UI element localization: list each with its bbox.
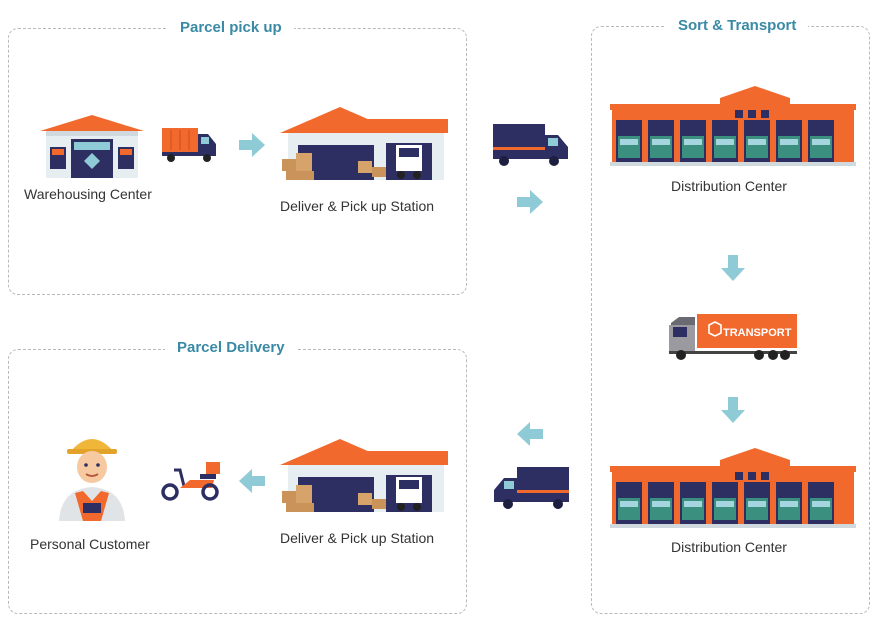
scooter-icon <box>161 462 220 501</box>
distribution-label-top: Distribution Center <box>671 178 787 194</box>
pickup-station-label-top: Deliver & Pick up Station <box>280 198 435 214</box>
customer-label: Personal Customer <box>30 536 150 552</box>
distribution-center-icon <box>610 86 856 166</box>
transport-truck-icon: TRANSPORT <box>669 314 797 360</box>
navy-truck-icon <box>493 124 568 166</box>
delivery-title: Parcel Delivery <box>165 339 297 356</box>
pickup-station-icon <box>280 107 448 180</box>
arrow-left-icon <box>239 469 265 493</box>
pickup-station-icon <box>280 439 448 512</box>
delivery-truck-icon <box>162 128 216 162</box>
warehousing-label: Warehousing Center <box>24 186 152 202</box>
distribution-label-bottom: Distribution Center <box>671 539 787 555</box>
warehouse-icon <box>40 115 144 178</box>
customer-icon <box>59 439 125 521</box>
pickup-station-label-bottom: Deliver & Pick up Station <box>280 530 435 546</box>
transport-title: Sort & Transport <box>666 17 809 34</box>
arrow-right-icon <box>517 190 543 214</box>
navy-truck-icon <box>494 467 569 509</box>
arrow-down-icon <box>721 397 745 423</box>
arrow-down-icon <box>721 255 745 281</box>
pickup-title: Parcel pick up <box>168 19 294 36</box>
arrow-left-icon <box>517 422 543 446</box>
arrow-right-icon <box>239 133 265 157</box>
transport-truck-text: TRANSPORT <box>723 327 792 339</box>
distribution-center-icon <box>610 448 856 528</box>
